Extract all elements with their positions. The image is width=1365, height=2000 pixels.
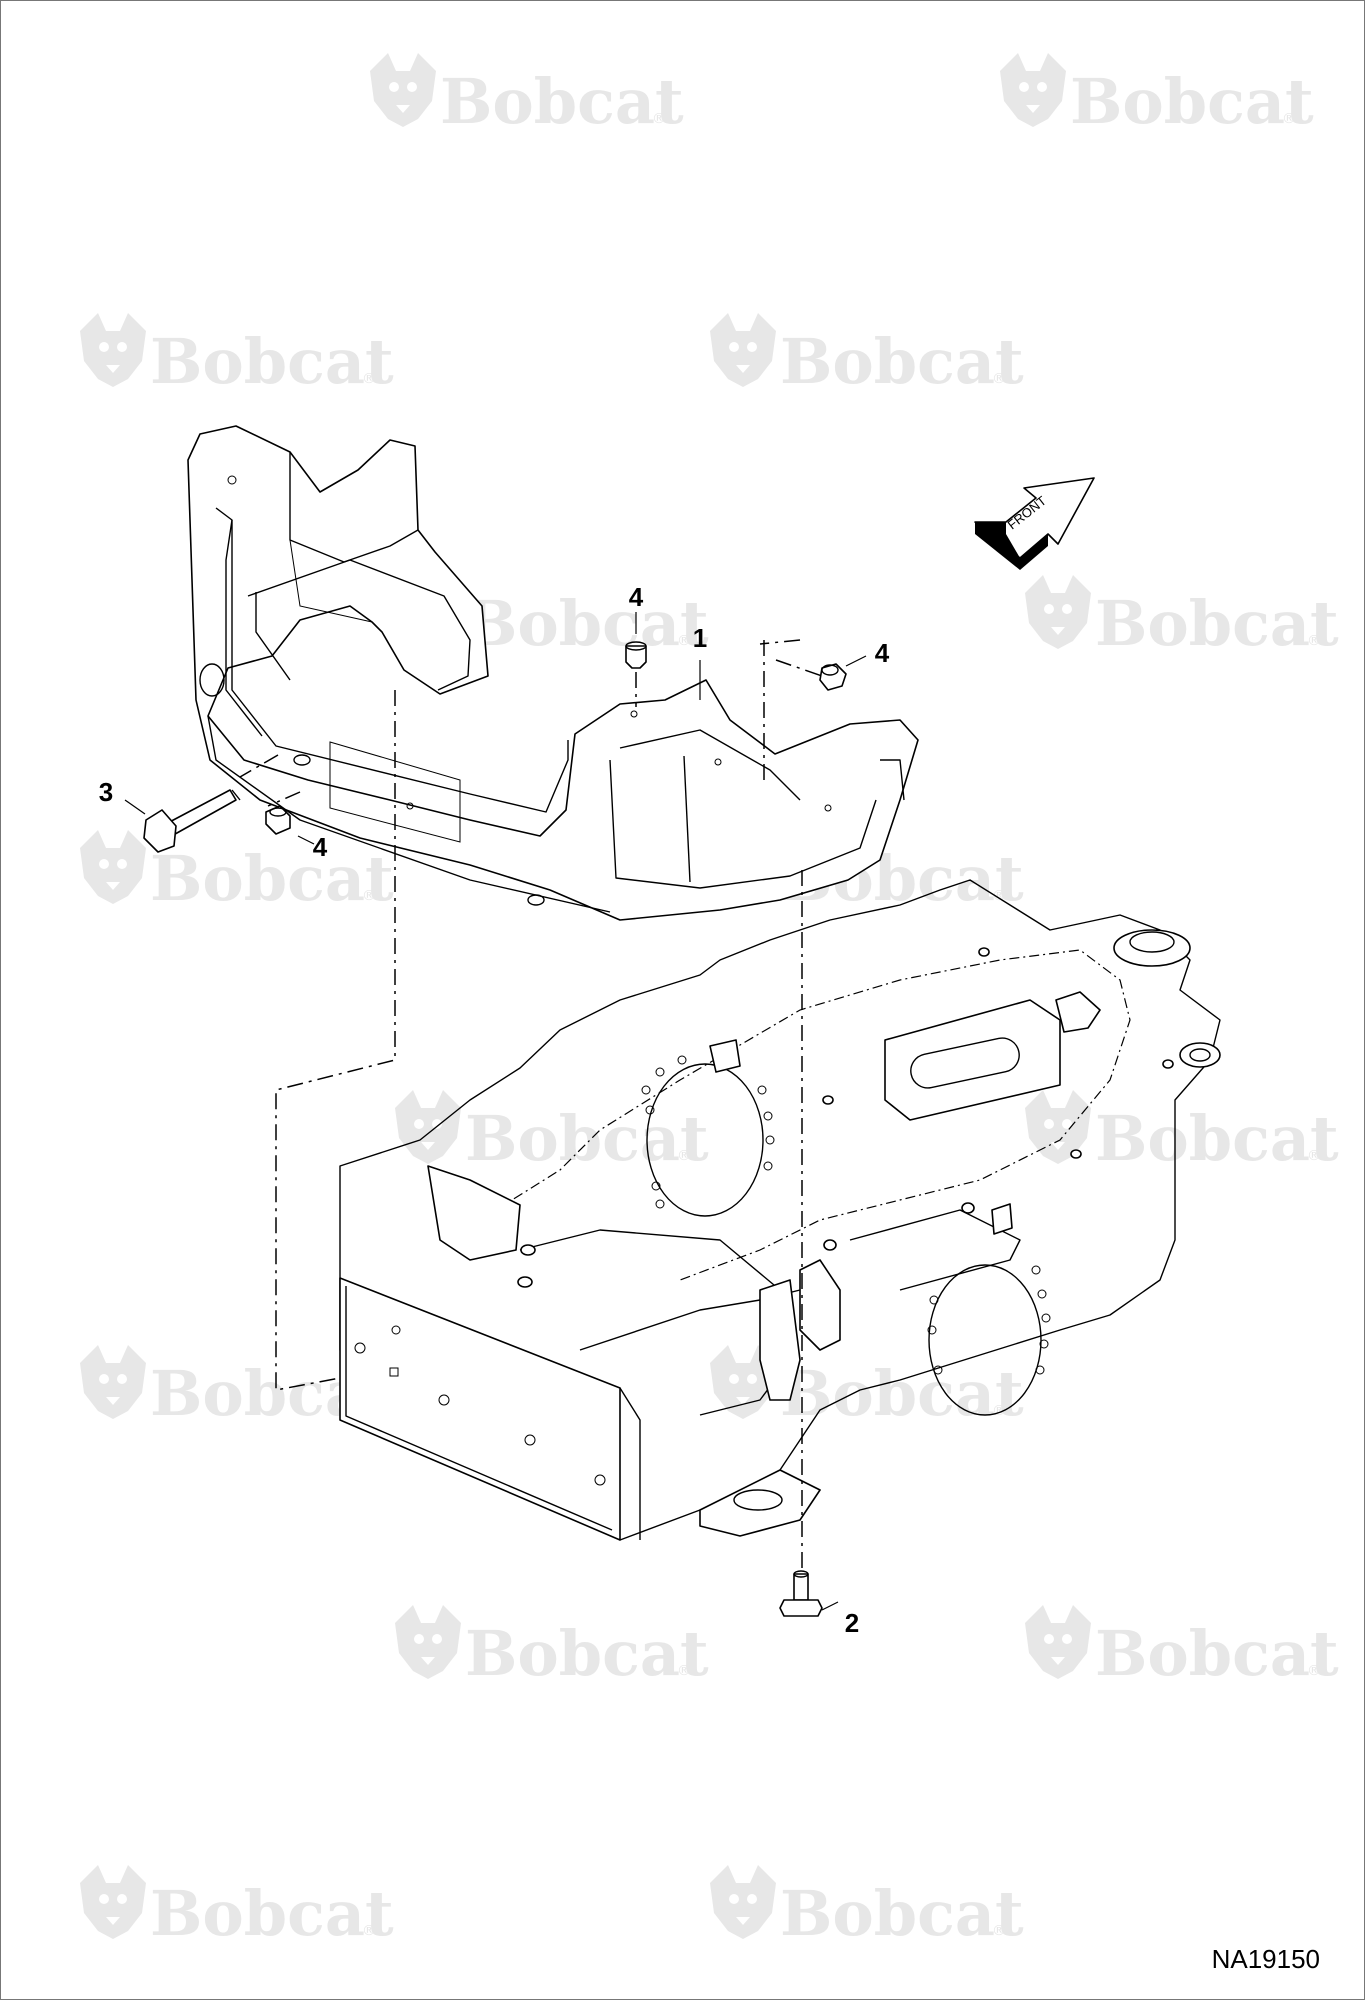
svg-text:Bobcat: Bobcat — [780, 1877, 1024, 1950]
svg-text:®: ® — [992, 1403, 1006, 1419]
svg-text:Bobcat: Bobcat — [465, 1617, 709, 1690]
mounting-nuts — [517, 947, 1174, 1288]
watermark-logo: Bobcat® — [1025, 1605, 1339, 1690]
svg-text:®: ® — [362, 888, 376, 904]
svg-text:Bobcat: Bobcat — [440, 65, 684, 138]
svg-text:®: ® — [362, 1923, 376, 1939]
watermark-layer: Bobcat® Bobcat® Bobcat® Bobcat® Bobcat® … — [80, 53, 1339, 1950]
svg-text:Bobcat: Bobcat — [1095, 1617, 1339, 1690]
plug-left — [265, 805, 291, 835]
svg-text:Bobcat: Bobcat — [780, 325, 1024, 398]
svg-text:Bobcat: Bobcat — [1095, 587, 1339, 660]
hole-ring-left — [641, 1055, 775, 1209]
svg-text:®: ® — [1307, 1148, 1321, 1164]
svg-text:Bobcat: Bobcat — [150, 842, 394, 915]
plug-top — [625, 641, 647, 669]
watermark-logo: Bobcat® — [370, 53, 684, 138]
svg-text:®: ® — [362, 371, 376, 387]
callout-label-4-right: 4 — [875, 638, 890, 668]
bottom-bolt — [779, 1570, 823, 1617]
watermark-logo: Bobcat® — [80, 830, 394, 915]
upper-frame — [339, 879, 1221, 1541]
plug-right — [819, 663, 847, 691]
watermark-logo: Bobcat® — [80, 1865, 394, 1950]
counterweight — [187, 425, 919, 921]
watermark-logo: Bobcat® — [1025, 575, 1339, 660]
watermark-logo: Bobcat® — [395, 1605, 709, 1690]
drawing-number: NA19150 — [1211, 1944, 1320, 1974]
svg-text:®: ® — [1307, 633, 1321, 649]
callout-label-4-left: 4 — [313, 832, 328, 862]
callout-label-4-top: 4 — [629, 582, 644, 612]
front-direction-arrow-icon: FRONT — [974, 477, 1095, 570]
callout-label-1: 1 — [693, 623, 707, 653]
svg-text:Bobcat: Bobcat — [465, 1102, 709, 1175]
watermark-logo: Bobcat® — [1000, 53, 1314, 138]
side-bolt — [143, 789, 241, 853]
svg-text:®: ® — [992, 371, 1006, 387]
watermark-logo: Bobcat® — [80, 313, 394, 398]
svg-text:®: ® — [652, 111, 666, 127]
svg-text:Bobcat: Bobcat — [780, 1357, 1024, 1430]
assembly-lines — [239, 639, 823, 1572]
svg-text:®: ® — [677, 1663, 691, 1679]
svg-text:Bobcat: Bobcat — [1070, 65, 1314, 138]
svg-text:Bobcat: Bobcat — [150, 1877, 394, 1950]
hole-ring-right — [927, 1265, 1051, 1375]
callout-label-3: 3 — [99, 777, 113, 807]
svg-text:®: ® — [1282, 111, 1296, 127]
watermark-logo: Bobcat® — [710, 1345, 1024, 1430]
callout-label-2: 2 — [845, 1608, 859, 1638]
svg-text:®: ® — [992, 1923, 1006, 1939]
callout-labels: 1 2 3 4 4 4 — [99, 582, 890, 1638]
watermark-logo: Bobcat® — [395, 575, 709, 660]
watermark-logo: Bobcat® — [710, 1865, 1024, 1950]
svg-text:®: ® — [1307, 1663, 1321, 1679]
svg-text:Bobcat: Bobcat — [1095, 1102, 1339, 1175]
svg-text:®: ® — [677, 633, 691, 649]
svg-text:Bobcat: Bobcat — [150, 325, 394, 398]
watermark-logo: Bobcat® — [395, 1090, 709, 1175]
watermark-logo: Bobcat® — [710, 313, 1024, 398]
svg-text:Bobcat: Bobcat — [465, 587, 709, 660]
watermark-logo: Bobcat® — [1025, 1090, 1339, 1175]
svg-text:®: ® — [677, 1148, 691, 1164]
